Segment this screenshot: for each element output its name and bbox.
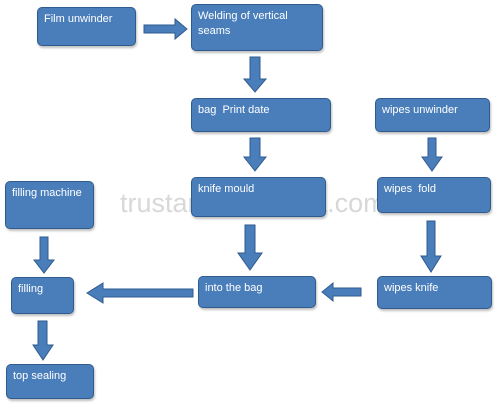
node-wipes-unwinder: wipes unwinder bbox=[375, 98, 490, 132]
node-label: into the bag bbox=[205, 282, 263, 294]
arrow-unwinder-to-fold bbox=[421, 137, 443, 172]
arrow-machine-to-filling bbox=[32, 236, 56, 274]
arrow-print-to-knife bbox=[242, 137, 268, 172]
arrow-fold-to-knife bbox=[420, 220, 442, 273]
node-bag-print-date: bag Print date bbox=[191, 98, 331, 132]
arrow-welding-to-print bbox=[242, 56, 268, 93]
arrow-knife-to-bag bbox=[237, 224, 263, 271]
arrow-bag-to-filling bbox=[86, 282, 194, 304]
node-knife-mould: knife mould bbox=[191, 177, 326, 217]
node-label: wipes fold bbox=[384, 183, 436, 195]
arrow-knife-to-bag-left bbox=[321, 281, 362, 303]
node-filling-machine: filling machine bbox=[5, 181, 94, 229]
node-into-the-bag: into the bag bbox=[198, 276, 316, 308]
node-wipes-fold: wipes fold bbox=[377, 177, 491, 213]
node-label: wipes unwinder bbox=[382, 104, 458, 116]
node-filling: filling bbox=[11, 277, 74, 314]
node-film-unwinder: Film unwinder bbox=[37, 7, 136, 46]
node-top-sealing: top sealing bbox=[6, 364, 94, 399]
node-label: top sealing bbox=[13, 370, 67, 382]
node-label: filling machine bbox=[12, 187, 82, 199]
node-label: knife mould bbox=[198, 183, 255, 195]
node-wipes-knife: wipes knife bbox=[377, 276, 492, 309]
node-label: wipes knife bbox=[384, 282, 439, 294]
node-label: filling bbox=[18, 283, 44, 295]
arrow-filling-to-sealing bbox=[32, 320, 54, 361]
node-label: bag Print date bbox=[198, 104, 270, 116]
arrow-film-to-welding bbox=[143, 17, 188, 41]
node-label: Welding of vertical seams bbox=[198, 10, 288, 37]
node-label: Film unwinder bbox=[44, 13, 113, 25]
node-welding-vertical-seams: Welding of vertical seams bbox=[191, 4, 323, 51]
